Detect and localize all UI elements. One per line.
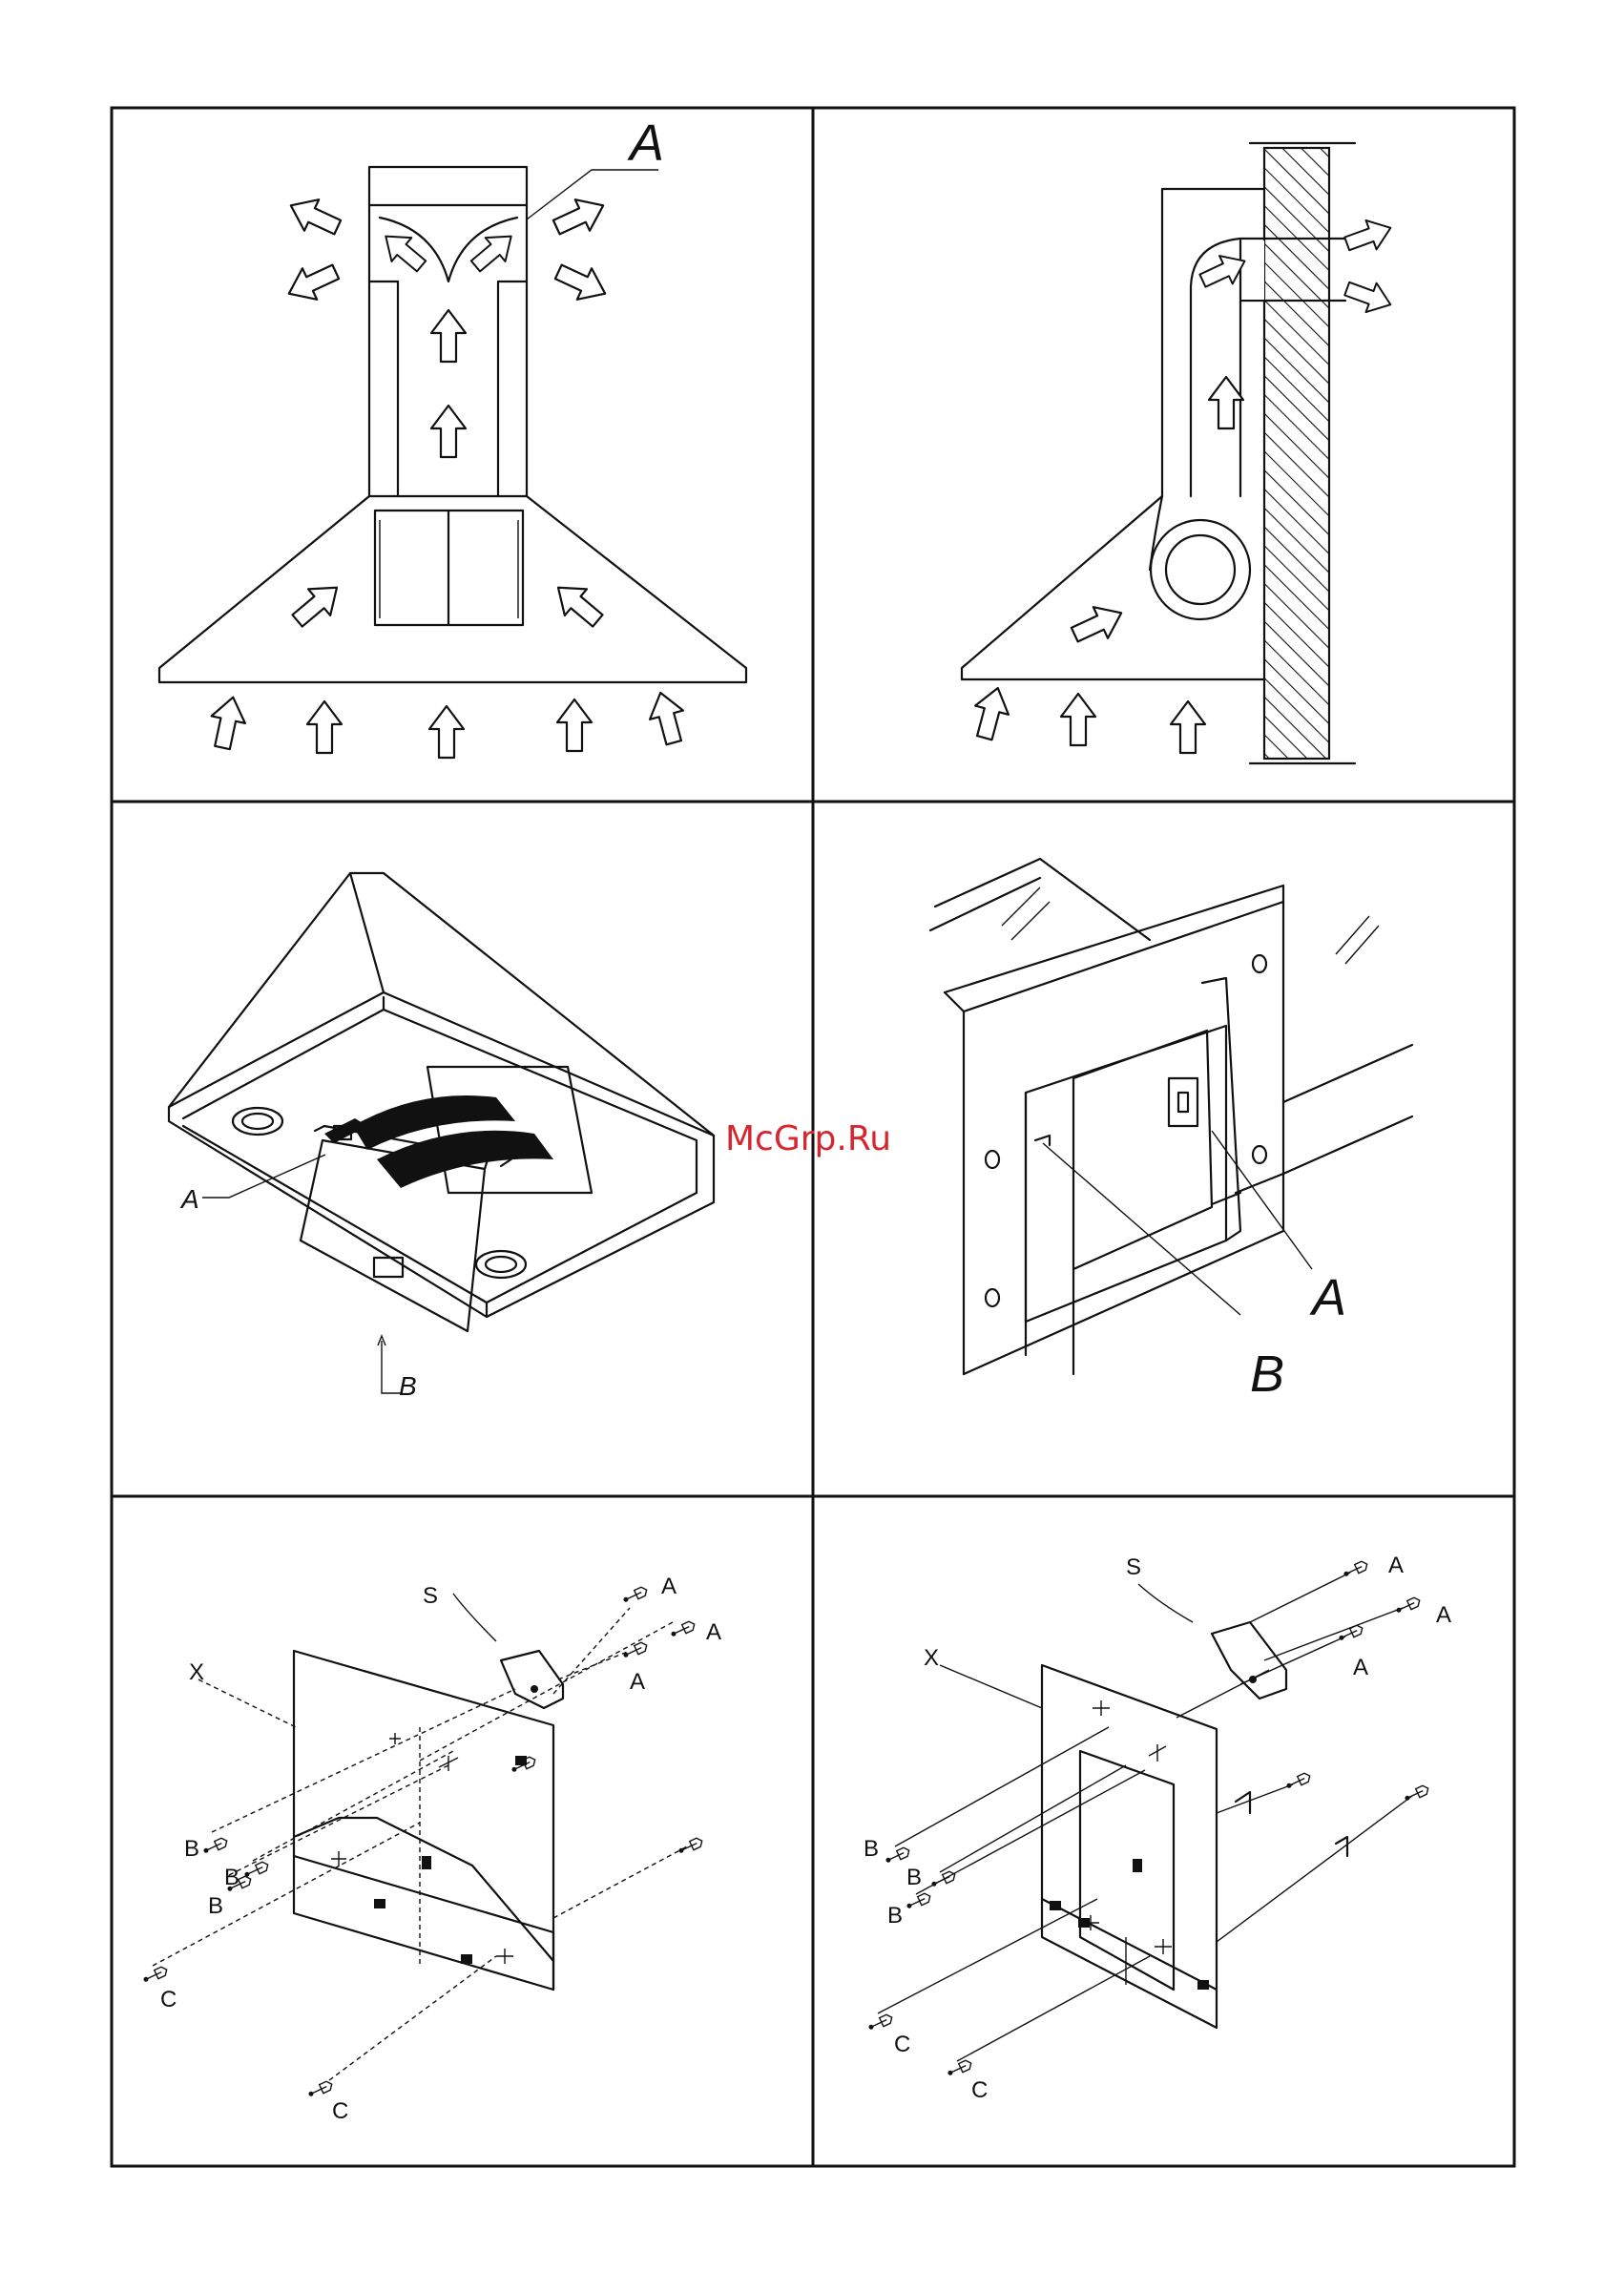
label-c-2: C	[332, 2098, 348, 2124]
label-a-2: A	[1436, 1602, 1451, 1628]
panel-3-filter-removal: A B	[169, 873, 714, 1401]
label-b-1: B	[184, 1836, 199, 1862]
label-b: B	[399, 1371, 417, 1401]
label-s: S	[423, 1583, 438, 1609]
label-a: A	[1309, 1269, 1346, 1326]
label-b-2: B	[224, 1865, 239, 1890]
label-a-1: A	[661, 1574, 677, 1599]
panel-2-wall-venting	[962, 143, 1396, 763]
watermark: McGrp.Ru	[725, 1119, 891, 1158]
label-s: S	[1126, 1554, 1141, 1580]
label-a: A	[179, 1184, 199, 1214]
label-a-1: A	[1388, 1553, 1404, 1578]
template-marks	[331, 1733, 527, 1964]
panel-6-wall-mounting: S X A A A B B B C C	[864, 1553, 1451, 2103]
label-b-3: B	[887, 1903, 903, 1929]
label-c-1: C	[160, 1987, 177, 2012]
panel-4-filter-latch: A B	[930, 859, 1412, 1403]
label-a-3: A	[630, 1669, 645, 1695]
label-a: A	[627, 115, 664, 172]
label-a-3: A	[1353, 1655, 1368, 1680]
airflow-arrows	[205, 190, 690, 758]
panel-5-wall-mounting: S X A A A B B B C C	[142, 1574, 721, 2124]
label-b-3: B	[208, 1893, 223, 1919]
label-b-1: B	[864, 1836, 879, 1862]
label-c-1: C	[894, 2032, 910, 2057]
label-c-2: C	[971, 2077, 988, 2103]
label-x: X	[924, 1645, 939, 1671]
label-b-2: B	[906, 1865, 922, 1890]
label-a-2: A	[706, 1619, 721, 1645]
panel-1-hood-airflow: A	[159, 115, 746, 758]
label-x: X	[189, 1659, 204, 1685]
label-b: B	[1250, 1345, 1284, 1403]
